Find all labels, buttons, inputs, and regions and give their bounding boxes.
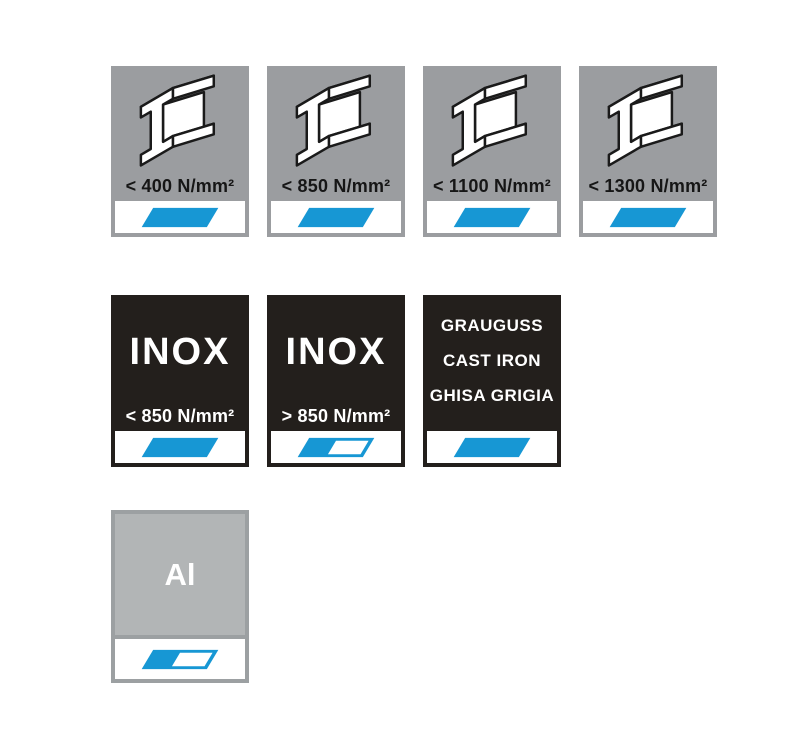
tile-inox-gt-850: INOX > 850 N/mm²: [267, 295, 405, 467]
tile-cast-iron: GRAUGUSS CAST IRON GHISA GRIGIA: [423, 295, 561, 467]
material-title: Al: [164, 556, 196, 592]
tensile-strength-label: < 400 N/mm²: [125, 176, 235, 196]
tile-steel-1300: < 1300 N/mm²: [579, 66, 717, 237]
parallelogram-marker-full-icon: [609, 207, 687, 227]
tile-inox-lt-850: INOX < 850 N/mm²: [111, 295, 249, 467]
capability-strip: [583, 201, 713, 233]
tile-steel-400: < 400 N/mm²: [111, 66, 249, 237]
tile-aluminum: Al: [111, 510, 249, 683]
parallelogram-marker-full-icon: [297, 207, 375, 227]
capability-strip: [427, 201, 557, 233]
capability-strip: [115, 635, 245, 679]
capability-strip: [271, 201, 401, 233]
material-title: INOX: [285, 331, 387, 373]
i-beam-icon: [451, 74, 528, 167]
i-beam-icon: [139, 74, 216, 167]
material-title: INOX: [129, 331, 231, 373]
tile-steel-850: < 850 N/mm²: [267, 66, 405, 237]
tensile-strength-label: < 850 N/mm²: [281, 176, 391, 196]
material-name-line: GHISA GRIGIA: [429, 386, 555, 405]
tensile-strength-label: > 850 N/mm²: [281, 406, 391, 426]
tensile-strength-label: < 850 N/mm²: [125, 406, 235, 426]
capability-strip: [271, 431, 401, 463]
capability-strip: [115, 201, 245, 233]
material-name-lines: GRAUGUSS CAST IRON GHISA GRIGIA: [423, 308, 561, 413]
tensile-strength-label: < 1300 N/mm²: [588, 176, 708, 196]
tile-steel-1100: < 1100 N/mm²: [423, 66, 561, 237]
capability-strip: [427, 431, 557, 463]
parallelogram-marker-full-icon: [141, 437, 219, 457]
parallelogram-marker-full-icon: [453, 437, 531, 457]
material-name-line: GRAUGUSS: [440, 316, 544, 335]
i-beam-icon: [607, 74, 684, 167]
i-beam-icon: [295, 74, 372, 167]
material-name-line: CAST IRON: [443, 351, 541, 370]
parallelogram-marker-half-icon: [141, 649, 219, 669]
parallelogram-marker-half-icon: [297, 437, 375, 457]
tensile-strength-label: < 1100 N/mm²: [433, 176, 551, 196]
parallelogram-marker-full-icon: [141, 207, 219, 227]
capability-strip: [115, 431, 245, 463]
parallelogram-marker-full-icon: [453, 207, 531, 227]
